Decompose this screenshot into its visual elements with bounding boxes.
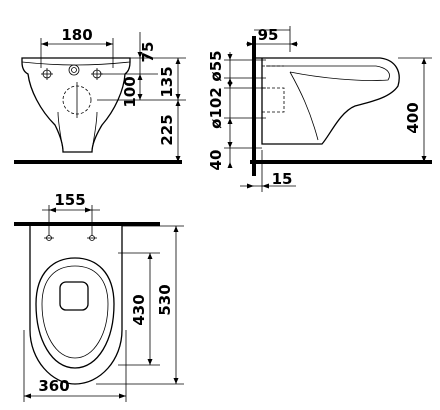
dim-text-135: 135 xyxy=(158,66,176,97)
front-view: 180 75 100 135 225 xyxy=(14,26,186,164)
side-view: 95 ø55 ø102 40 400 15 xyxy=(207,26,432,192)
top-drain-square xyxy=(59,281,89,311)
side-inner-rim xyxy=(266,65,390,81)
dim-text-400: 400 xyxy=(404,102,422,133)
top-outer-outline xyxy=(29,226,123,385)
side-bowl-outline xyxy=(256,57,400,145)
side-bowl-curve xyxy=(289,71,319,141)
dim-text-100: 100 xyxy=(121,76,139,107)
dim-text-75: 75 xyxy=(139,42,157,63)
inlet-circle xyxy=(68,64,80,76)
top-seat-inner xyxy=(41,265,109,359)
dim-text-180: 180 xyxy=(61,26,92,44)
dim-text-95: 95 xyxy=(258,26,279,44)
top-bowl-outline xyxy=(35,257,115,369)
front-trap-lines xyxy=(57,111,98,151)
front-rim-line xyxy=(21,61,131,66)
dim-text-d102: ø102 xyxy=(207,87,225,129)
dim-text-430: 430 xyxy=(130,294,148,325)
top-view: 155 430 530 360 xyxy=(14,191,184,402)
dim-text-360: 360 xyxy=(38,377,69,395)
dim-text-155: 155 xyxy=(54,191,85,209)
dim-text-15: 15 xyxy=(272,170,293,188)
side-pipe-rect xyxy=(261,87,285,113)
dim-text-d55: ø55 xyxy=(207,50,225,81)
dim-text-40: 40 xyxy=(207,150,225,171)
dim-text-530: 530 xyxy=(156,284,174,315)
dim-text-225: 225 xyxy=(158,114,176,145)
